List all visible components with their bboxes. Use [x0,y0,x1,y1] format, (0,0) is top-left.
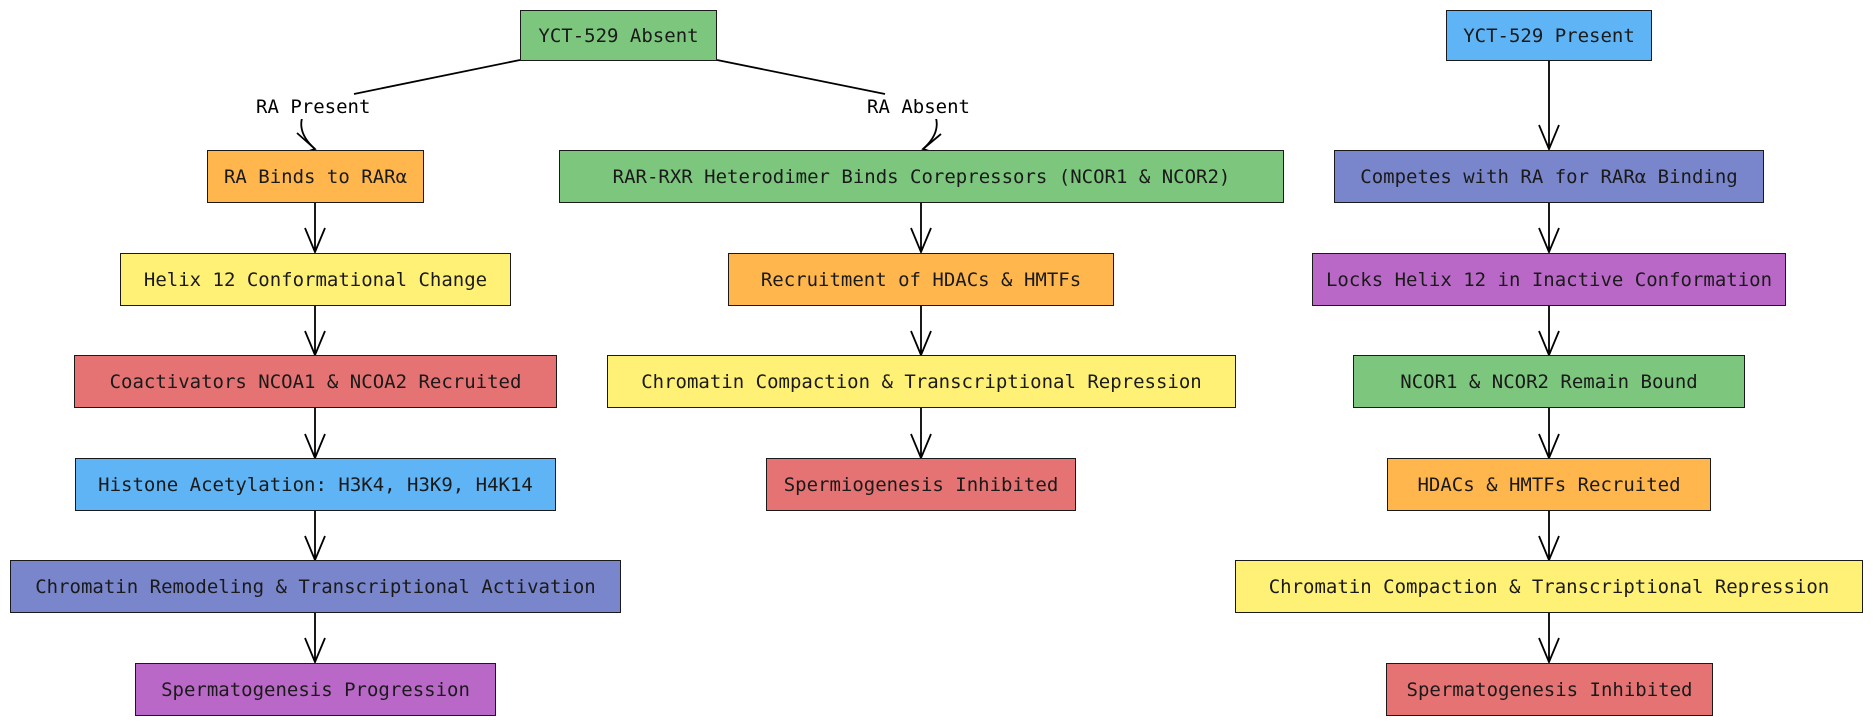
edge-right-5 [1538,612,1560,665]
node-rar-rxr-corepressors: RAR-RXR Heterodimer Binds Corepressors (… [559,150,1284,203]
node-ra-binds: RA Binds to RARα [207,150,424,203]
edge-right-4 [1538,510,1560,563]
node-spermatogenesis-inhibited: Spermatogenesis Inhibited [1386,663,1713,716]
node-recruitment-hdacs: Recruitment of HDACs & HMTFs [728,253,1114,306]
node-yct-absent: YCT-529 Absent [520,10,717,61]
node-ncor-remain-bound: NCOR1 & NCOR2 Remain Bound [1353,355,1745,408]
edge-right-2 [1538,305,1560,358]
edge-left-1 [304,202,326,255]
node-hdacs-recruited: HDACs & HMTFs Recruited [1387,458,1711,511]
edge-label-ra-present: RA Present [253,96,374,119]
edge-right-1 [1538,202,1560,255]
node-chromatin-activation: Chromatin Remodeling & Transcriptional A… [10,560,621,613]
edge-mid-1 [910,202,932,255]
node-spermatogenesis-progression: Spermatogenesis Progression [135,663,496,716]
edge-ra-present-to-binds [300,117,316,150]
edge-label-ra-absent: RA Absent [864,96,973,119]
node-competes-ra: Competes with RA for RARα Binding [1334,150,1764,203]
edge-left-4 [304,510,326,563]
edge-absent-to-ra-absent [716,59,886,95]
node-locks-helix: Locks Helix 12 in Inactive Conformation [1312,253,1786,306]
edge-left-2 [304,305,326,358]
node-spermiogenesis-inhibited: Spermiogenesis Inhibited [766,458,1076,511]
node-coactivators: Coactivators NCOA1 & NCOA2 Recruited [74,355,557,408]
edge-mid-2 [910,305,932,358]
node-chromatin-repression-right: Chromatin Compaction & Transcriptional R… [1235,560,1863,613]
node-yct-present: YCT-529 Present [1446,10,1652,61]
edge-absent-to-ra-present [353,59,521,95]
node-histone-acetylation: Histone Acetylation: H3K4, H3K9, H4K14 [75,458,556,511]
edge-left-5 [304,612,326,665]
edge-right-0 [1538,60,1560,152]
node-helix-change: Helix 12 Conformational Change [120,253,511,306]
edge-mid-3 [910,407,932,461]
edge-right-3 [1538,407,1560,461]
node-chromatin-repression-mid: Chromatin Compaction & Transcriptional R… [607,355,1236,408]
edge-left-3 [304,407,326,461]
